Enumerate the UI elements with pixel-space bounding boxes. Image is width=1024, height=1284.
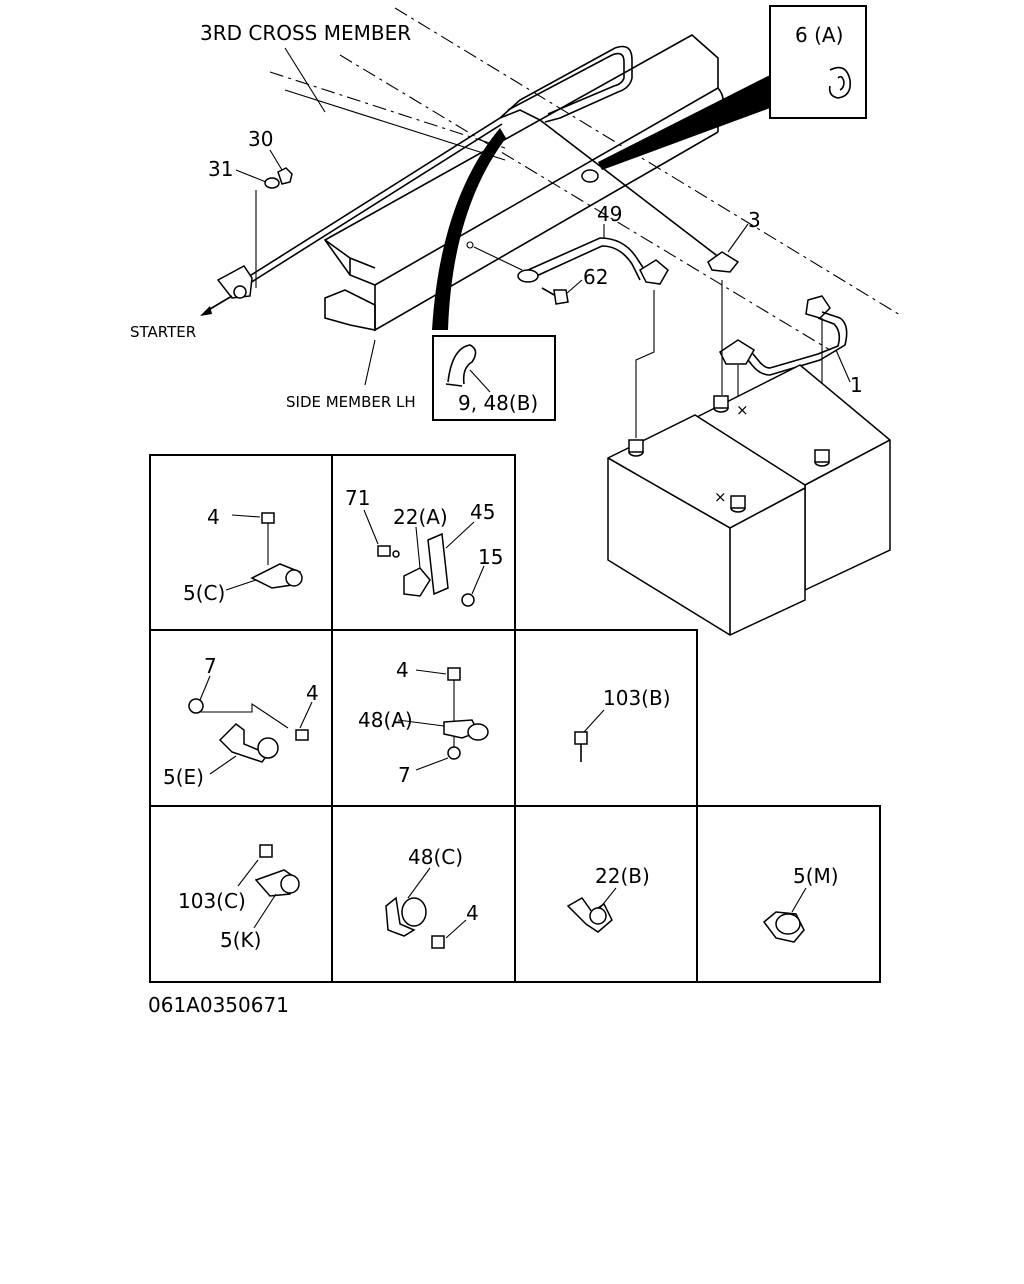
starter-terminal xyxy=(200,190,257,316)
label-1: 1 xyxy=(850,373,863,397)
nut-30-washer-31 xyxy=(235,149,293,189)
label-31: 31 xyxy=(208,157,233,181)
cell-c6: 103(C) 5(K) xyxy=(178,844,300,952)
cell-c2: 71 22(A) 45 15 xyxy=(345,486,503,607)
label-62: 62 xyxy=(583,265,608,289)
batteries: × × xyxy=(607,364,891,636)
svg-text:×: × xyxy=(736,401,749,419)
cable-3 xyxy=(239,45,740,289)
cable-49 xyxy=(466,237,669,285)
c7-label-48c: 48(C) xyxy=(408,845,463,869)
top-leaders xyxy=(565,223,851,383)
c2-label-45: 45 xyxy=(470,500,495,524)
label-3: 3 xyxy=(748,208,761,232)
side-member-lh xyxy=(323,34,724,386)
callout-9-48b: 9, 48(B) xyxy=(432,335,556,421)
callout-6a: 6 (A) xyxy=(769,5,867,119)
c7-label-4: 4 xyxy=(466,901,479,925)
cross-member-lines xyxy=(269,7,901,351)
label-6a: 6 (A) xyxy=(795,23,843,47)
c4-label-4: 4 xyxy=(396,658,409,682)
c4-label-48a: 48(A) xyxy=(358,708,413,732)
cell-c4: 4 48(A) 7 xyxy=(358,658,489,787)
label-9-48b: 9, 48(B) xyxy=(458,391,538,415)
svg-text:×: × xyxy=(714,488,727,506)
label-49: 49 xyxy=(597,202,622,226)
cell-c1: 4 5(C) xyxy=(183,505,303,605)
label-30: 30 xyxy=(248,127,273,151)
label-starter: STARTER xyxy=(130,323,196,341)
c2-label-71: 71 xyxy=(345,486,370,510)
cell-c9: 5(M) xyxy=(762,864,839,943)
c6-label-103c: 103(C) xyxy=(178,889,246,913)
label-cross-member: 3RD CROSS MEMBER xyxy=(200,21,411,45)
cell-c8: 22(B) xyxy=(566,864,650,933)
diagram-code: 061A0350671 xyxy=(148,993,289,1017)
c4-label-7: 7 xyxy=(398,763,411,787)
label-side-member: SIDE MEMBER LH xyxy=(286,393,416,411)
c2-label-22a: 22(A) xyxy=(393,505,448,529)
c1-label-4: 4 xyxy=(207,505,220,529)
main-labels: 3RD CROSS MEMBER SIDE MEMBER LH STARTER … xyxy=(130,21,863,411)
cell-c7: 48(C) 4 xyxy=(385,845,479,949)
cell-c3: 7 4 5(E) xyxy=(163,654,319,789)
c6-label-5k: 5(K) xyxy=(220,928,261,952)
c8-label-22b: 22(B) xyxy=(595,864,650,888)
c9-label-5m: 5(M) xyxy=(793,864,839,888)
c5-label-103b: 103(B) xyxy=(603,686,671,710)
cell-c5: 103(B) xyxy=(574,686,671,762)
parts-grid xyxy=(149,454,881,983)
c1-label-5c: 5(C) xyxy=(183,581,225,605)
bolt-62 xyxy=(541,287,569,305)
c2-label-15: 15 xyxy=(478,545,503,569)
c3-label-4: 4 xyxy=(306,681,319,705)
c3-label-5e: 5(E) xyxy=(163,765,204,789)
callout-leaders xyxy=(432,75,770,330)
cable-1 xyxy=(719,295,848,376)
c3-label-7: 7 xyxy=(204,654,217,678)
